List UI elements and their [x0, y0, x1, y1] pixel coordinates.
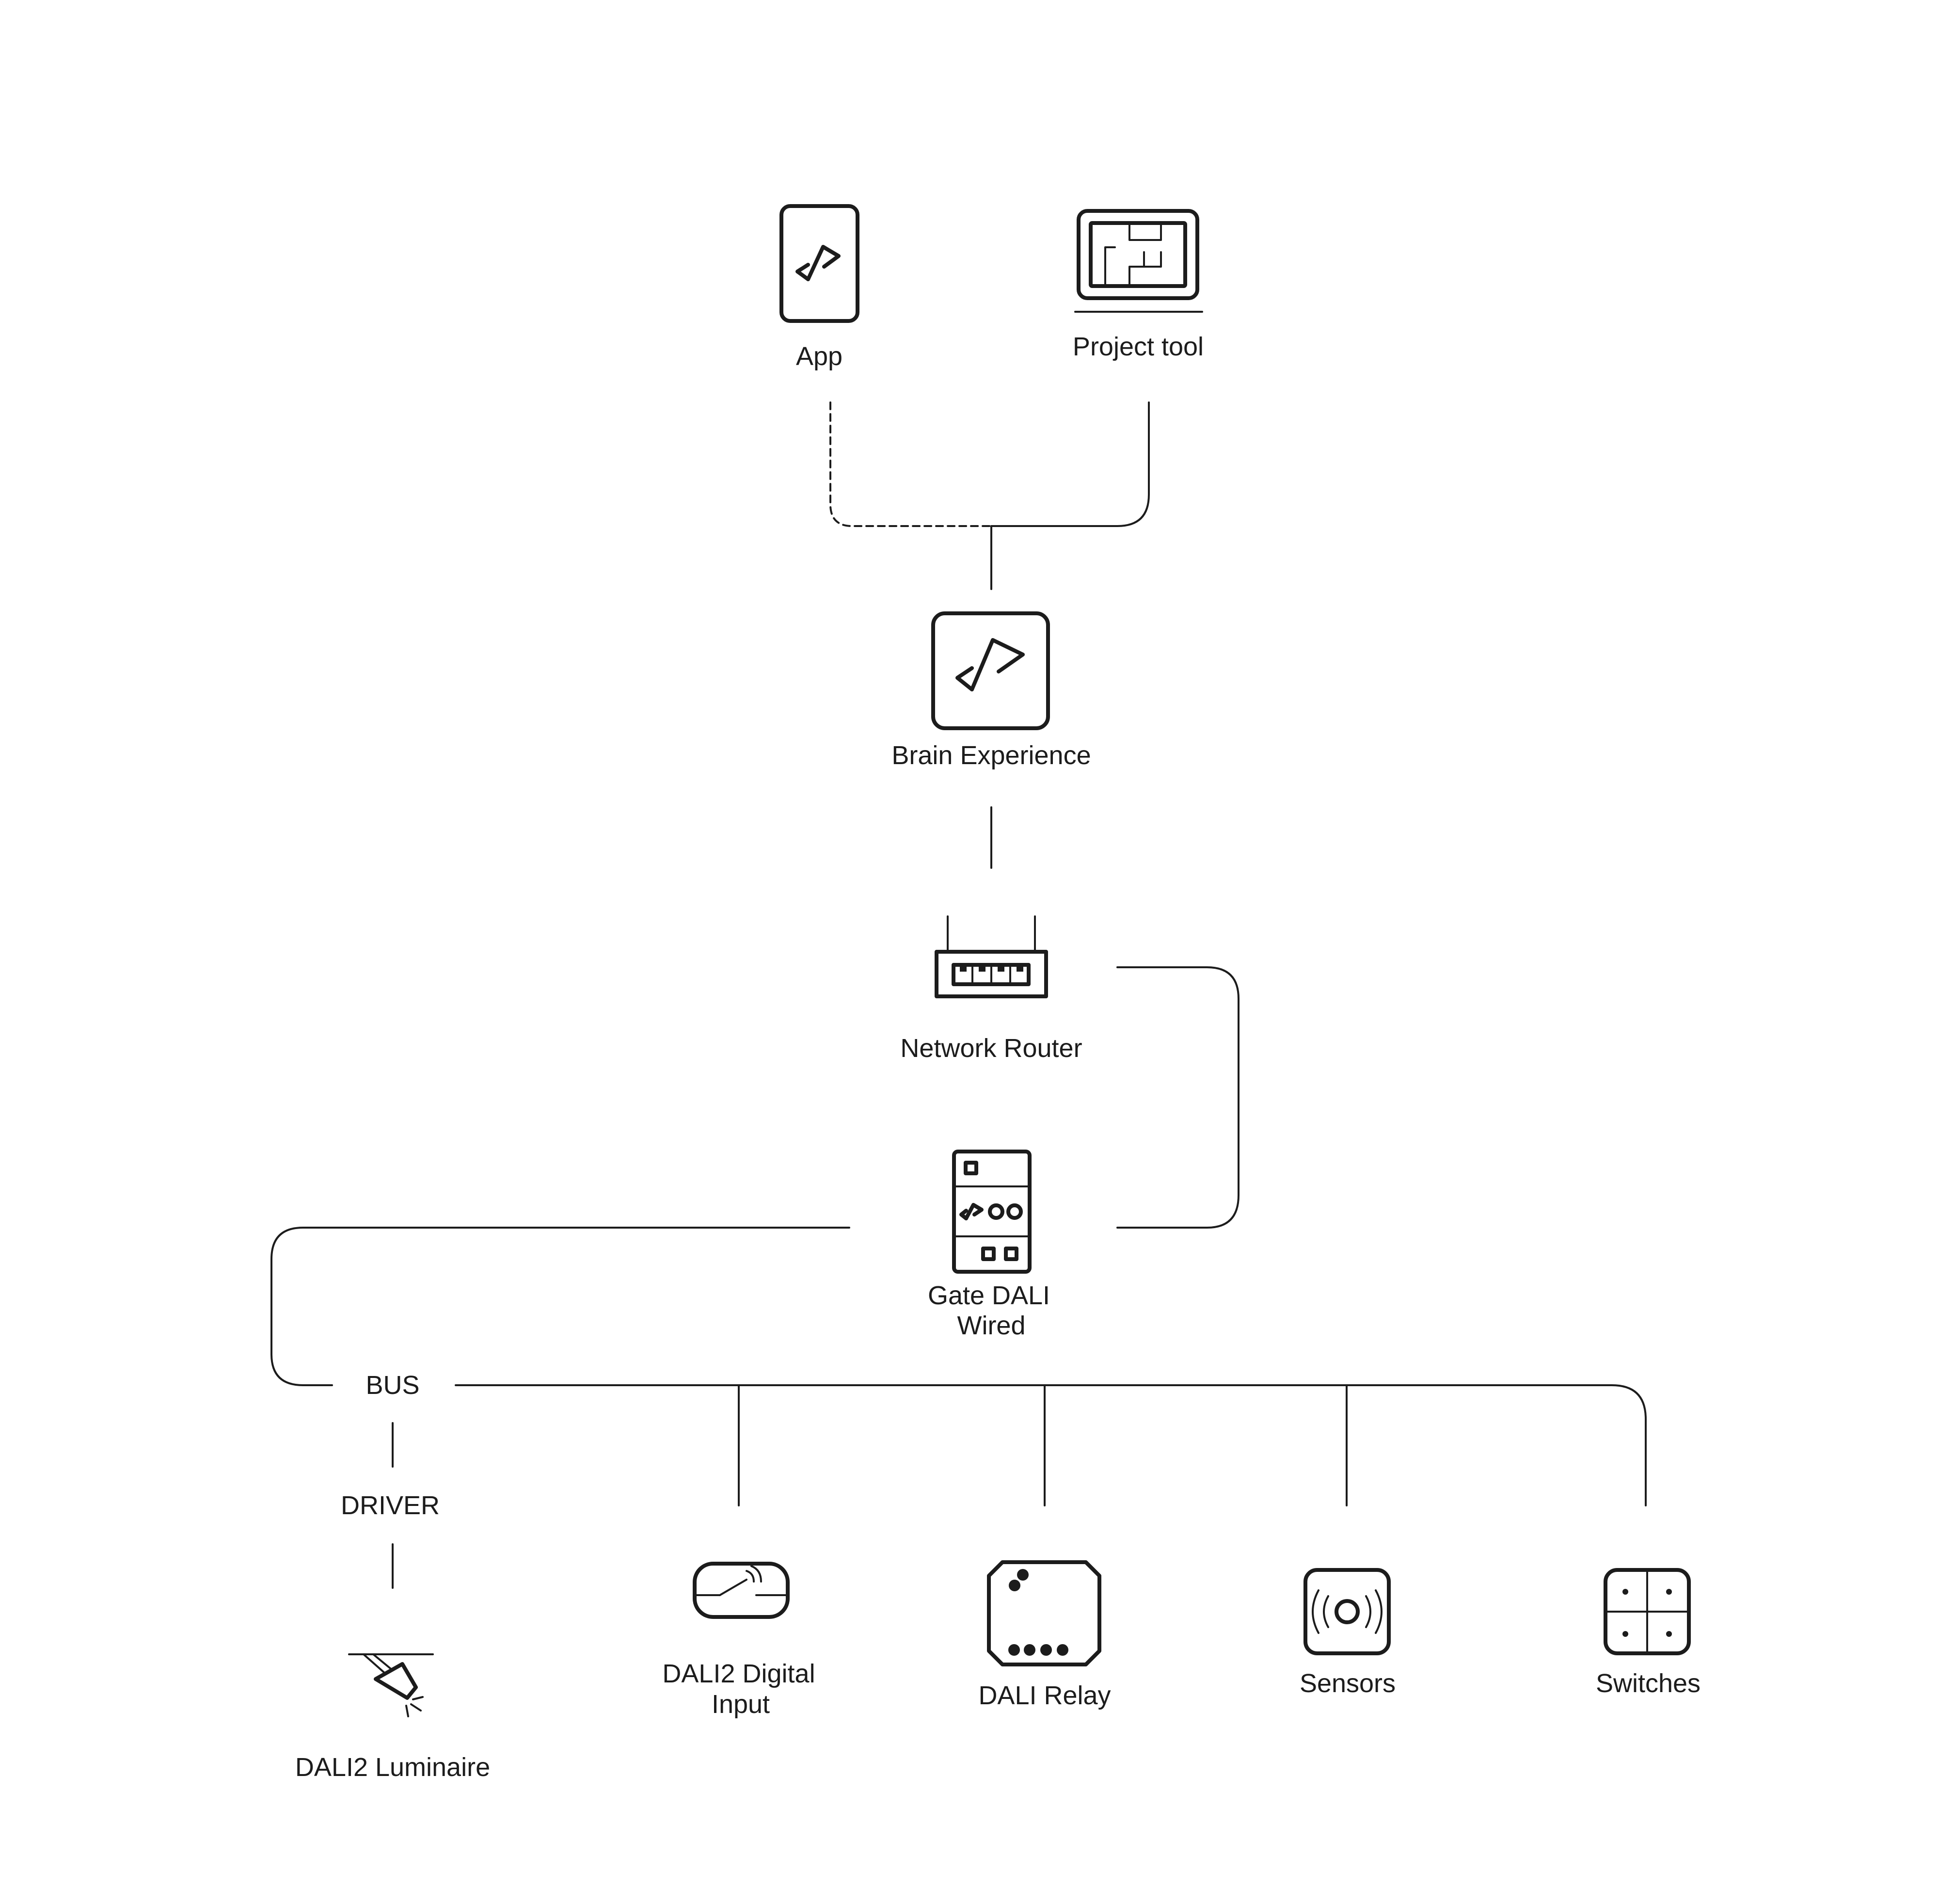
bus-label: BUS [366, 1371, 419, 1400]
dali2-digital-input-label-line1: DALI2 Digital [662, 1659, 815, 1688]
connector-router-to-gate [1116, 966, 1240, 1229]
brain-experience-label: Brain Experience [891, 741, 1091, 770]
dali2-digital-input-label-line2: Input [712, 1690, 770, 1719]
router-icon [935, 915, 1048, 998]
app-label: App [796, 342, 842, 371]
connector-app-to-brain [829, 401, 992, 527]
switches-node[interactable]: Switches [1596, 1568, 1701, 1698]
laptop-floorplan-icon [1074, 209, 1203, 313]
phone-icon [779, 204, 859, 323]
dali-relay-node[interactable]: DALI Relay [978, 1560, 1111, 1710]
dali2-luminaire-node[interactable]: DALI2 Luminaire [295, 1653, 490, 1782]
spotlight-icon [348, 1653, 434, 1717]
dali2-digital-input-node[interactable]: DALI2 Digital Input [662, 1562, 815, 1719]
network-router-node[interactable]: Network Router [900, 915, 1082, 1063]
dali-relay-label: DALI Relay [978, 1681, 1111, 1710]
switch-panel-icon [1604, 1568, 1691, 1655]
sensors-node[interactable]: Sensors [1300, 1568, 1396, 1698]
sensor-icon [1303, 1568, 1391, 1655]
brain-experience-node[interactable]: Brain Experience [891, 611, 1091, 770]
network-router-label: Network Router [900, 1034, 1082, 1063]
app-node[interactable]: App [779, 204, 859, 371]
bus-line [455, 1384, 1647, 1506]
brain-logo-icon [931, 611, 1050, 730]
project-tool-node[interactable]: Project tool [1073, 209, 1204, 361]
dali-gateway-icon [952, 1150, 1032, 1274]
gate-dali-wired-node[interactable]: Gate DALI Wired [928, 1150, 1050, 1340]
project-tool-label: Project tool [1073, 332, 1204, 361]
sensors-label: Sensors [1300, 1669, 1396, 1698]
connector-project-tool-to-brain [990, 401, 1150, 590]
gate-dali-label-line1: Gate DALI [928, 1281, 1050, 1310]
gate-dali-label-line2: Wired [957, 1311, 1025, 1340]
connector-gate-to-bus [270, 1227, 850, 1386]
switches-label: Switches [1596, 1669, 1701, 1698]
relay-module-icon [987, 1560, 1101, 1666]
driver-label: DRIVER [341, 1491, 440, 1520]
digital-input-switch-icon [693, 1562, 790, 1619]
dali2-luminaire-label: DALI2 Luminaire [295, 1753, 490, 1782]
